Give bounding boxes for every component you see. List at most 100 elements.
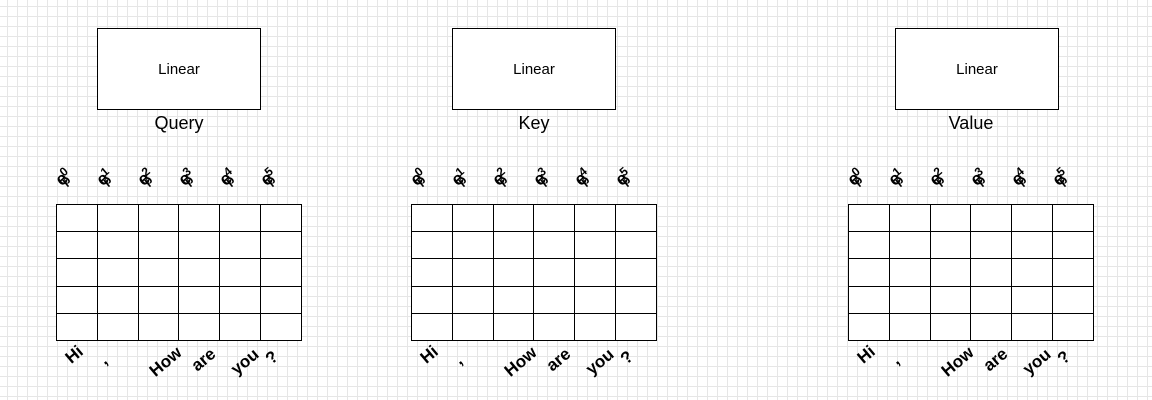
token-label: How [937, 342, 978, 381]
grid-cell [96, 203, 139, 233]
grid-cell [970, 285, 1013, 314]
positional-embedding-label: e5p [609, 164, 634, 192]
grid-cell [56, 312, 98, 342]
grid-cell [56, 258, 98, 287]
token-label: you [1019, 344, 1055, 379]
grid-cell [96, 285, 139, 314]
grid-cell [492, 285, 535, 314]
grid-cell [137, 258, 180, 287]
grid-row [848, 203, 1094, 233]
grid-cell [533, 203, 576, 233]
token-label: How [145, 342, 186, 381]
token-label: ? [261, 347, 282, 369]
grid-cell [411, 203, 453, 233]
grid-cell [970, 312, 1013, 342]
grid-cell [137, 203, 180, 233]
grid-cell [451, 312, 494, 342]
grid-cell [1052, 231, 1094, 260]
grid-cell [492, 231, 535, 260]
grid-cell [260, 231, 302, 260]
token-label: , [887, 350, 903, 369]
grid-cell [615, 231, 657, 260]
positional-embedding-label: e1p [90, 164, 115, 192]
key-label: Key [518, 113, 550, 133]
grid-cell [574, 312, 617, 342]
grid-cell [533, 258, 576, 287]
positional-embedding-label: e4p [213, 164, 238, 192]
positional-embedding-label: e4p [1005, 164, 1030, 192]
grid-cell [533, 231, 576, 260]
grid-cell [451, 285, 494, 314]
grid-cell [929, 312, 972, 342]
grid-row [411, 285, 657, 314]
grid-row [411, 258, 657, 287]
positional-embedding-label: e3p [172, 164, 197, 192]
key-embedding-grid [411, 203, 657, 342]
token-label: you [227, 344, 263, 379]
grid-cell [888, 203, 931, 233]
grid-row [411, 231, 657, 260]
grid-cell [848, 285, 890, 314]
grid-row [56, 285, 302, 314]
grid-cell [1052, 312, 1094, 342]
token-label: Hi [61, 341, 87, 368]
grid-cell [574, 231, 617, 260]
positional-embedding-label: e2p [131, 164, 156, 192]
positional-embedding-label: e5p [1046, 164, 1071, 192]
grid-row [848, 258, 1094, 287]
grid-cell [219, 203, 262, 233]
grid-cell [615, 258, 657, 287]
grid-cell [533, 312, 576, 342]
grid-cell [137, 231, 180, 260]
grid-cell [574, 258, 617, 287]
positional-embedding-label: e2p [486, 164, 511, 192]
token-label: , [450, 350, 466, 369]
grid-cell [56, 231, 98, 260]
positional-embedding-label: e5p [254, 164, 279, 192]
grid-row [56, 258, 302, 287]
grid-cell [492, 258, 535, 287]
query-label: Query [154, 113, 204, 133]
grid-cell [848, 231, 890, 260]
positional-embedding-label: e0p [404, 164, 429, 192]
grid-cell [219, 312, 262, 342]
grid-cell [137, 312, 180, 342]
grid-cell [219, 231, 262, 260]
grid-cell [492, 203, 535, 233]
grid-cell [615, 285, 657, 314]
grid-cell [888, 312, 931, 342]
grid-cell [492, 312, 535, 342]
positional-embedding-label: e3p [527, 164, 552, 192]
grid-cell [929, 258, 972, 287]
token-label: are [187, 344, 220, 376]
grid-cell [178, 231, 221, 260]
grid-cell [137, 285, 180, 314]
grid-cell [260, 285, 302, 314]
linear-label: Linear [513, 60, 555, 78]
grid-row [848, 285, 1094, 314]
positional-embedding-label: e4p [568, 164, 593, 192]
grid-cell [178, 312, 221, 342]
grid-cell [411, 231, 453, 260]
grid-cell [1052, 285, 1094, 314]
token-label: Hi [416, 341, 442, 368]
grid-cell [848, 203, 890, 233]
grid-cell [970, 203, 1013, 233]
grid-cell [929, 231, 972, 260]
token-label: ? [616, 347, 637, 369]
grid-cell [56, 285, 98, 314]
grid-cell [451, 203, 494, 233]
positional-embedding-label: e2p [923, 164, 948, 192]
grid-cell [848, 258, 890, 287]
grid-cell [1011, 203, 1054, 233]
grid-cell [970, 231, 1013, 260]
grid-cell [574, 203, 617, 233]
grid-cell [533, 285, 576, 314]
grid-cell [451, 231, 494, 260]
positional-embedding-label: e0p [841, 164, 866, 192]
grid-cell [970, 258, 1013, 287]
value-embedding-grid [848, 203, 1094, 342]
token-label: are [979, 344, 1012, 376]
grid-cell [219, 285, 262, 314]
grid-cell [411, 258, 453, 287]
